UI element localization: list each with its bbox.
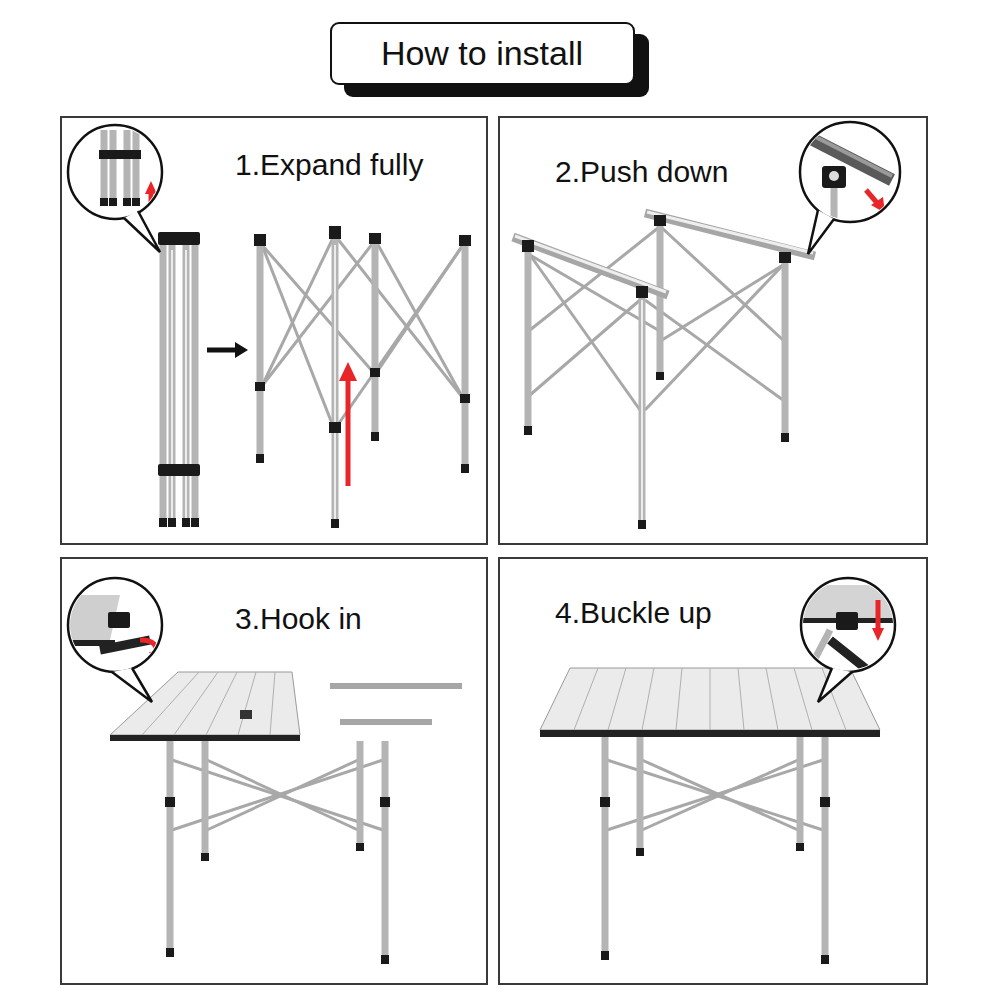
step-panel: 1.Expand fully <box>60 116 488 545</box>
assembled-table <box>540 668 880 964</box>
detail-callout <box>798 122 900 254</box>
folded-frame <box>158 232 200 527</box>
step-panel: 3.Hook in <box>60 557 488 985</box>
detail-callout <box>68 125 162 252</box>
detail-callout <box>68 578 162 702</box>
step-label: 4.Buckle up <box>555 595 712 631</box>
step-panel: 4.Buckle up <box>498 557 928 985</box>
title-text: How to install <box>381 34 583 73</box>
step-panel: 2.Push down <box>498 116 928 545</box>
title-banner: How to install <box>330 22 635 85</box>
lift-arrow <box>339 362 357 486</box>
step-label: 3.Hook in <box>235 601 362 637</box>
step-label: 1.Expand fully <box>235 147 423 183</box>
detail-callout <box>800 578 895 702</box>
frame-with-rails <box>513 212 815 529</box>
expanded-frame <box>254 226 471 528</box>
step-label: 2.Push down <box>555 154 728 190</box>
transition-arrow <box>207 342 248 358</box>
table-hooking <box>110 672 462 964</box>
